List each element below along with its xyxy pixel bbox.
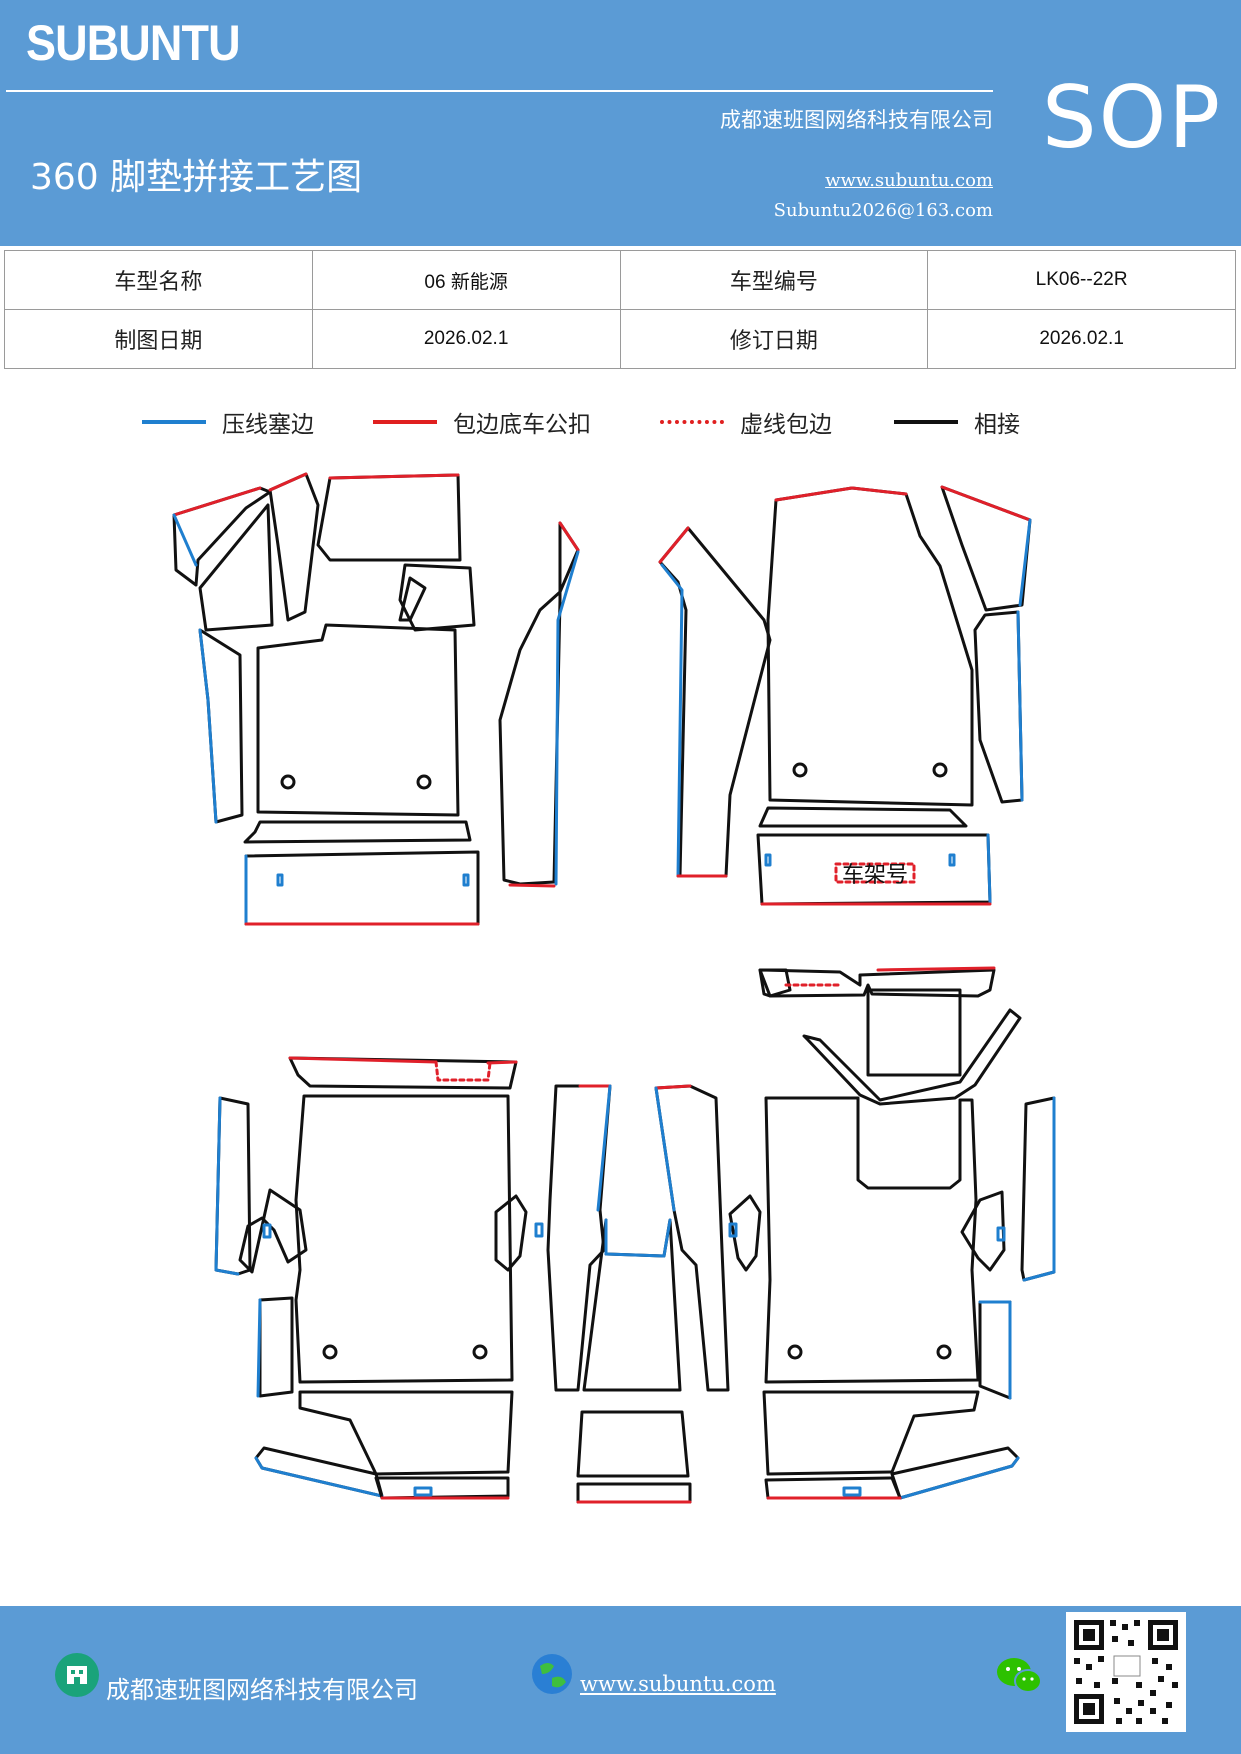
legend-item-joined: 相接 bbox=[894, 400, 1020, 444]
line-legend: 压线塞边 包边底车公扣 虚线包边 相接 bbox=[0, 400, 1241, 444]
table-row: 制图日期 2026.02.1 修订日期 2026.02.1 bbox=[4, 309, 1236, 369]
legend-label: 包边底车公扣 bbox=[453, 412, 591, 438]
revision-date-value: 2026.02.1 bbox=[927, 309, 1236, 369]
wechat-icon bbox=[997, 1658, 1042, 1693]
frame-number-label: 车架号 bbox=[842, 863, 908, 888]
building-icon bbox=[55, 1653, 99, 1697]
revision-date-label: 修订日期 bbox=[619, 309, 929, 369]
legend-item-press-line: 压线塞边 bbox=[142, 400, 314, 444]
front-right-mat-group: 车架号 bbox=[658, 485, 1032, 906]
model-code-label: 车型编号 bbox=[619, 250, 929, 310]
legend-swatch bbox=[142, 420, 206, 424]
legend-label: 相接 bbox=[974, 412, 1020, 438]
legend-swatch bbox=[894, 420, 958, 424]
legend-swatch bbox=[373, 420, 437, 424]
footer-company: 成都速班图网络科技有限公司 bbox=[106, 1676, 418, 1704]
draw-date-value: 2026.02.1 bbox=[311, 309, 621, 369]
header-divider bbox=[6, 90, 993, 92]
model-name-label: 车型名称 bbox=[4, 250, 313, 310]
sop-badge: SOP bbox=[1042, 68, 1223, 168]
page-header: SUBUNTU 成都速班图网络科技有限公司 360 脚垫拼接工艺图 www.su… bbox=[0, 0, 1241, 246]
legend-swatch bbox=[660, 420, 724, 424]
page-footer: 成都速班图网络科技有限公司 www.subuntu.com bbox=[0, 1606, 1241, 1754]
header-email: Subuntu2026@163.com bbox=[773, 200, 993, 221]
legend-label: 压线塞边 bbox=[222, 412, 314, 438]
footer-website-link[interactable]: www.subuntu.com bbox=[580, 1672, 776, 1696]
model-name-value: 06 新能源 bbox=[311, 250, 621, 310]
page-title: 360 脚垫拼接工艺图 bbox=[30, 157, 363, 198]
header-website-link[interactable]: www.subuntu.com bbox=[825, 170, 993, 191]
globe-icon bbox=[532, 1654, 572, 1694]
rear-mat-group bbox=[214, 966, 1056, 1504]
legend-label: 虚线包边 bbox=[740, 412, 832, 438]
model-code-value: LK06--22R bbox=[927, 250, 1236, 310]
brand-logo: SUBUNTU bbox=[26, 15, 241, 71]
qr-code bbox=[1066, 1612, 1186, 1732]
table-row: 车型名称 06 新能源 车型编号 LK06--22R bbox=[4, 250, 1236, 310]
draw-date-label: 制图日期 bbox=[4, 309, 313, 369]
legend-item-wrap-buckle: 包边底车公扣 bbox=[373, 400, 591, 444]
front-left-mat-group bbox=[172, 472, 580, 926]
vehicle-info-table: 车型名称 06 新能源 车型编号 LK06--22R 制图日期 2026.02.… bbox=[4, 250, 1236, 369]
legend-item-dotted-wrap: 虚线包边 bbox=[660, 400, 832, 444]
header-company: 成都速班图网络科技有限公司 bbox=[720, 108, 993, 132]
